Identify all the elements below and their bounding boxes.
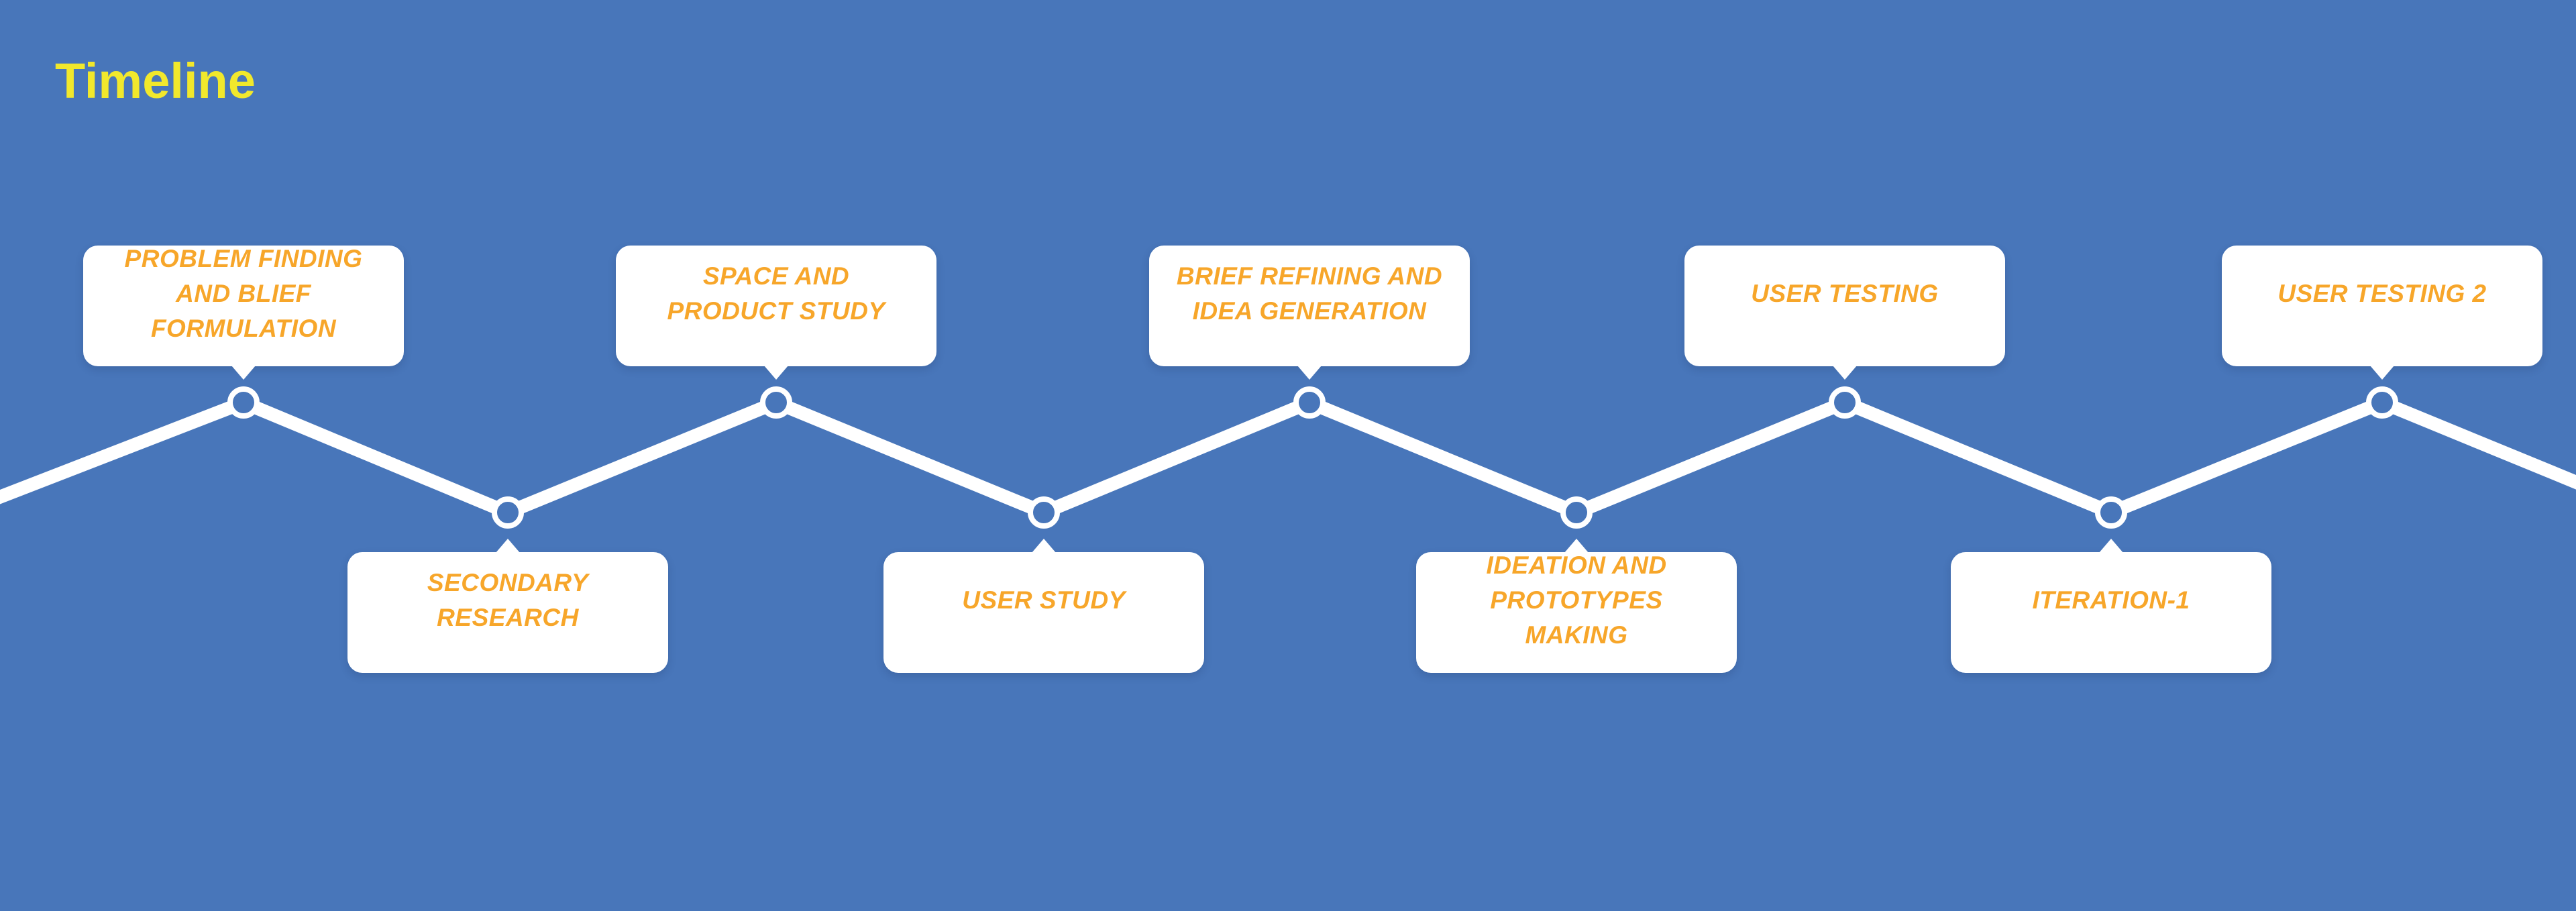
timeline-step-label: USER TESTING bbox=[1751, 280, 1939, 307]
timeline-step-box: PROBLEM FINDING AND BLIEF FORMULATION bbox=[83, 245, 404, 380]
timeline-step-label: BRIEF REFINING AND IDEA GENERATION bbox=[1176, 262, 1443, 325]
zigzag-line bbox=[0, 395, 2576, 520]
timeline-node bbox=[2366, 386, 2398, 419]
box-pointer-up-icon bbox=[1032, 539, 1056, 553]
timeline-step-label: PROBLEM FINDING AND BLIEF FORMULATION bbox=[124, 245, 363, 342]
timeline-step-box: USER TESTING bbox=[1684, 246, 2005, 380]
timeline-step-box: BRIEF REFINING AND IDEA GENERATION bbox=[1149, 246, 1470, 380]
timeline-step-label: USER TESTING 2 bbox=[2277, 280, 2487, 307]
timeline-node bbox=[492, 496, 524, 529]
timeline-step-box: USER STUDY bbox=[883, 539, 1204, 673]
timeline-node bbox=[1560, 496, 1593, 529]
timeline-step-label: USER STUDY bbox=[962, 586, 1126, 614]
timeline-step-label: SPACE AND PRODUCT STUDY bbox=[667, 262, 885, 325]
timeline-step-box: SPACE AND PRODUCT STUDY bbox=[616, 246, 936, 380]
timeline-node bbox=[1028, 496, 1060, 529]
box-pointer-down-icon bbox=[1297, 366, 1322, 380]
timeline-step-box: ITERATION-1 bbox=[1951, 539, 2271, 673]
box-pointer-down-icon bbox=[231, 366, 256, 380]
box-pointer-up-icon bbox=[496, 539, 520, 553]
timeline-step-label: SECONDARY RESEARCH bbox=[427, 569, 589, 631]
box-pointer-down-icon bbox=[1833, 366, 1857, 380]
timeline-node bbox=[1829, 386, 1861, 419]
timeline-step-box: USER TESTING 2 bbox=[2222, 246, 2542, 380]
box-pointer-up-icon bbox=[2099, 539, 2123, 553]
timeline-step-box: IDEATION AND PROTOTYPES MAKING bbox=[1416, 539, 1737, 673]
timeline-node bbox=[2095, 496, 2127, 529]
timeline-node bbox=[227, 386, 260, 419]
timeline-node bbox=[1293, 386, 1326, 419]
box-pointer-down-icon bbox=[764, 366, 788, 380]
timeline-step-label: IDEATION AND PROTOTYPES MAKING bbox=[1486, 551, 1667, 649]
timeline-step-label: ITERATION-1 bbox=[2032, 586, 2190, 614]
box-pointer-down-icon bbox=[2370, 366, 2394, 380]
timeline-step-box: SECONDARY RESEARCH bbox=[347, 539, 668, 673]
box-pointer-up-icon bbox=[1564, 539, 1589, 553]
timeline-node bbox=[760, 386, 792, 419]
page-title: Timeline bbox=[55, 53, 256, 109]
